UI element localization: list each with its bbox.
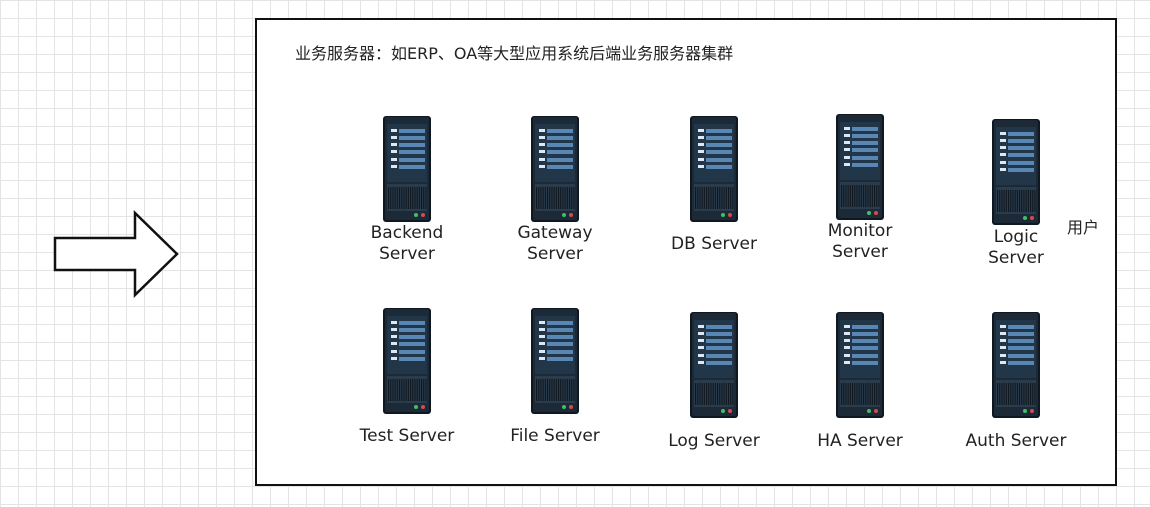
server-cluster-box: 业务服务器：如ERP、OA等大型应用系统后端业务服务器集群 xyxy=(255,18,1117,486)
server-icon xyxy=(836,114,884,220)
server-icon xyxy=(383,116,431,222)
server-gateway xyxy=(530,114,580,228)
server-label-ha: HA Server xyxy=(817,431,903,451)
cluster-title: 业务服务器：如ERP、OA等大型应用系统后端业务服务器集群 xyxy=(295,44,734,63)
server-label-auth: Auth Server xyxy=(965,431,1067,451)
server-backend xyxy=(382,114,432,228)
server-icon xyxy=(836,312,884,418)
server-log xyxy=(689,310,739,424)
server-label-db: DB Server xyxy=(671,234,757,254)
server-icon xyxy=(992,119,1040,225)
server-label-monitor: Monitor Server xyxy=(827,221,893,262)
server-label-logic: Logic Server xyxy=(988,227,1044,268)
server-test xyxy=(382,306,432,420)
server-logic xyxy=(991,117,1041,231)
server-label-test: Test Server xyxy=(359,426,455,446)
server-icon xyxy=(531,116,579,222)
arrow-right-icon xyxy=(53,210,179,298)
server-ha xyxy=(835,310,885,424)
server-icon xyxy=(690,116,738,222)
user-label: 用户 xyxy=(1067,218,1100,237)
server-db xyxy=(689,114,739,228)
server-label-backend: Backend Server xyxy=(370,223,444,264)
server-label-file: File Server xyxy=(510,426,600,446)
server-monitor xyxy=(835,112,885,226)
server-label-log: Log Server xyxy=(668,431,760,451)
server-icon xyxy=(690,312,738,418)
server-auth xyxy=(991,310,1041,424)
server-file xyxy=(530,306,580,420)
server-icon xyxy=(531,308,579,414)
server-label-gateway: Gateway Server xyxy=(517,223,593,264)
server-icon xyxy=(992,312,1040,418)
server-icon xyxy=(383,308,431,414)
